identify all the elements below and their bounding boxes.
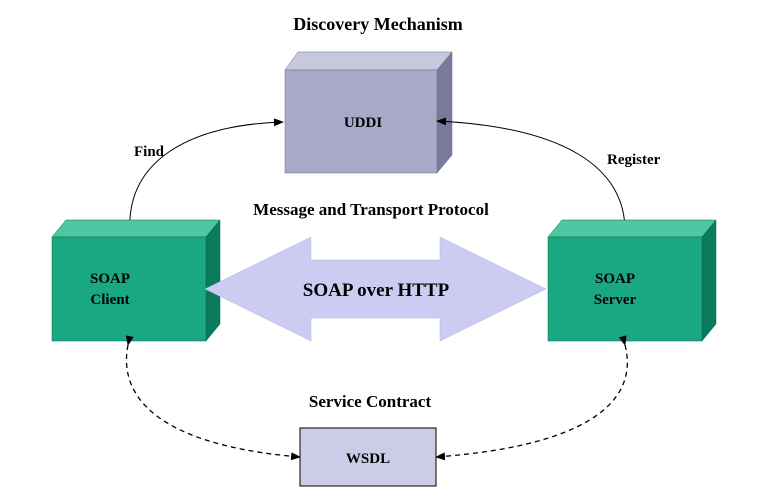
soap-server-box-side [701,219,717,342]
soap-client-box-front [51,236,207,342]
wsdl-box-rect [299,427,437,487]
soap-server-label-line2: Server [594,292,637,308]
client-wsdl-dashed-arrow [125,335,301,461]
uddi-box: UDDI [284,51,453,174]
soap-server-box: SOAP Server [547,219,717,342]
wsdl-box: WSDL [299,427,437,487]
heading-service-contract: Service Contract [309,392,432,411]
find-arrow [129,118,284,235]
soap-client-box: SOAP Client [51,219,221,342]
uddi-label: UDDI [344,115,382,131]
soap-client-box-top [51,219,221,238]
soap-server-label-line1: SOAP [595,271,635,287]
soap-client-box-side [205,219,221,342]
uddi-box-front [284,69,438,174]
heading-discovery-mechanism: Discovery Mechanism [293,14,462,34]
soap-over-http-arrow [204,236,547,342]
soap-server-box-front [547,236,703,342]
register-label: Register [607,152,661,168]
soap-over-http-label: SOAP over HTTP [303,280,450,301]
soap-client-label-line2: Client [90,292,129,308]
register-arrow [436,117,626,237]
uddi-box-side [436,51,453,174]
wsdl-label: WSDL [346,451,390,467]
soap-client-label-line1: SOAP [90,271,130,287]
server-wsdl-dashed-arrow [435,335,628,461]
heading-message-transport-protocol: Message and Transport Protocol [253,200,489,219]
find-label: Find [134,144,165,160]
uddi-box-top [284,51,453,71]
soap-server-box-top [547,219,717,238]
